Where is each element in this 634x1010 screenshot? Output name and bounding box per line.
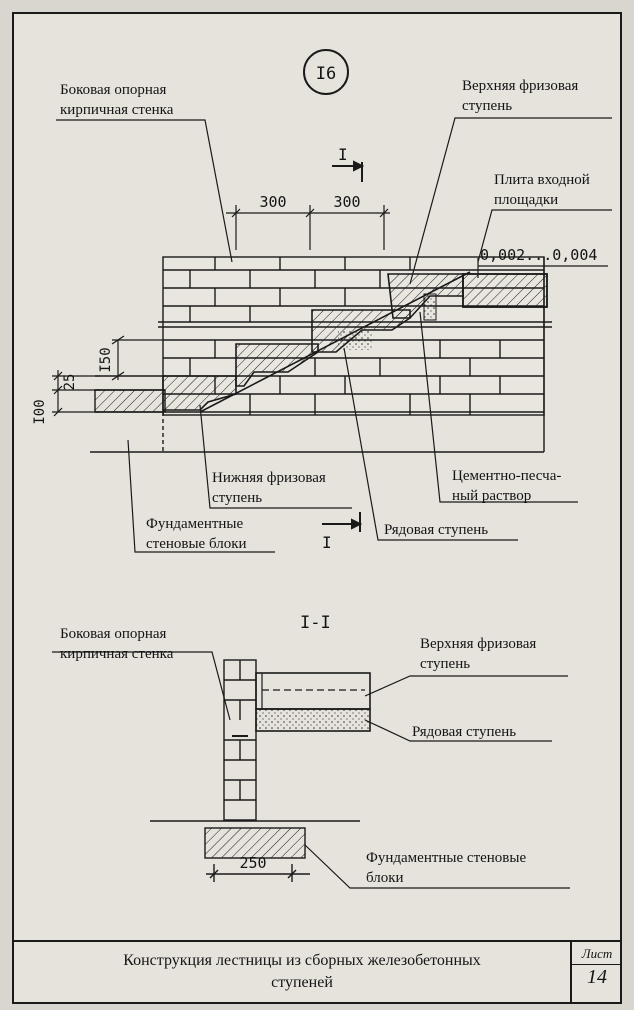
section-title: I-I (300, 613, 331, 633)
upper-frieze-step (387, 273, 464, 321)
leader-lines-top (56, 117, 612, 553)
label-entry-slab-line2: площадки (494, 192, 559, 208)
label-upper-step-line1: Верхняя фризовая (462, 78, 579, 94)
label-foundation-line2: стеновые блоки (146, 536, 247, 552)
drawing-title-line1: Конструкция лестницы из сборных железобе… (123, 952, 481, 969)
label-foundation-line1: Фундаментные (146, 516, 244, 532)
entry-slab (462, 273, 548, 308)
label-mortar-line1: Цементно-песча- (452, 468, 562, 484)
label-lower-step-line2: ступень (212, 490, 263, 506)
foundation-section (90, 257, 545, 453)
drawing-number: I6 (316, 64, 336, 84)
sheet-label: Лист (572, 944, 622, 965)
label-side-wall-line1: Боковая опорная (60, 82, 167, 98)
drawing-title: Конструкция лестницы из сборных железобе… (52, 950, 552, 994)
section-brick-pier (223, 659, 257, 821)
title-block: Конструкция лестницы из сборных железобе… (12, 940, 622, 1004)
section-label-upper-step-line1: Верхняя фризовая (420, 636, 537, 652)
label-upper-step-line2: ступень (462, 98, 513, 114)
sheet-number-box: Лист 14 (570, 942, 622, 1004)
label-mortar-line2: ный раствор (452, 488, 532, 504)
label-side-wall-line2: кирпичная стенка (60, 102, 174, 118)
drawing-title-line2: ступеней (271, 974, 333, 991)
label-regular-step: Рядовая ступень (384, 522, 489, 538)
dimension-section-width: 250 (239, 854, 266, 872)
dimension-riser: I50 (98, 347, 114, 372)
vertical-dimensions (52, 335, 163, 417)
label-entry-slab-line1: Плита входной (494, 172, 590, 188)
leader-lines-section (52, 651, 570, 889)
section-mark-top (332, 160, 365, 182)
tread-dimensions (226, 205, 390, 250)
dimension-tread-2: 300 (333, 193, 360, 211)
sheet-number: 14 (587, 966, 607, 988)
section-ground-and-foundation (150, 820, 360, 882)
section-label-regular-step: Рядовая ступень (412, 724, 517, 740)
section-label-side-wall-line1: Боковая опорная (60, 626, 167, 642)
section-regular-step (255, 708, 371, 732)
section-label-foundation-line2: блоки (366, 870, 404, 886)
dimension-layer-2: I00 (32, 399, 48, 424)
dimension-layer-1: 25 (62, 374, 78, 391)
section-upper-step (255, 672, 371, 710)
section-label-foundation-line1: Фундаментные стеновые (366, 850, 527, 866)
regular-step (311, 309, 411, 353)
dimension-tread-1: 300 (259, 193, 286, 211)
section-label-upper-step-line2: ступень (420, 656, 471, 672)
section-mark-top-label: I (338, 145, 348, 164)
label-lower-step-line1: Нижняя фризовая (212, 470, 326, 486)
section-mark-bottom (322, 512, 363, 532)
slope-dimension: 0,002...0,004 (480, 246, 597, 264)
section-label-side-wall-line2: кирпичная стенка (60, 646, 174, 662)
drawing-number-badge: I6 (303, 49, 349, 95)
section-mark-bottom-label: I (322, 533, 332, 552)
